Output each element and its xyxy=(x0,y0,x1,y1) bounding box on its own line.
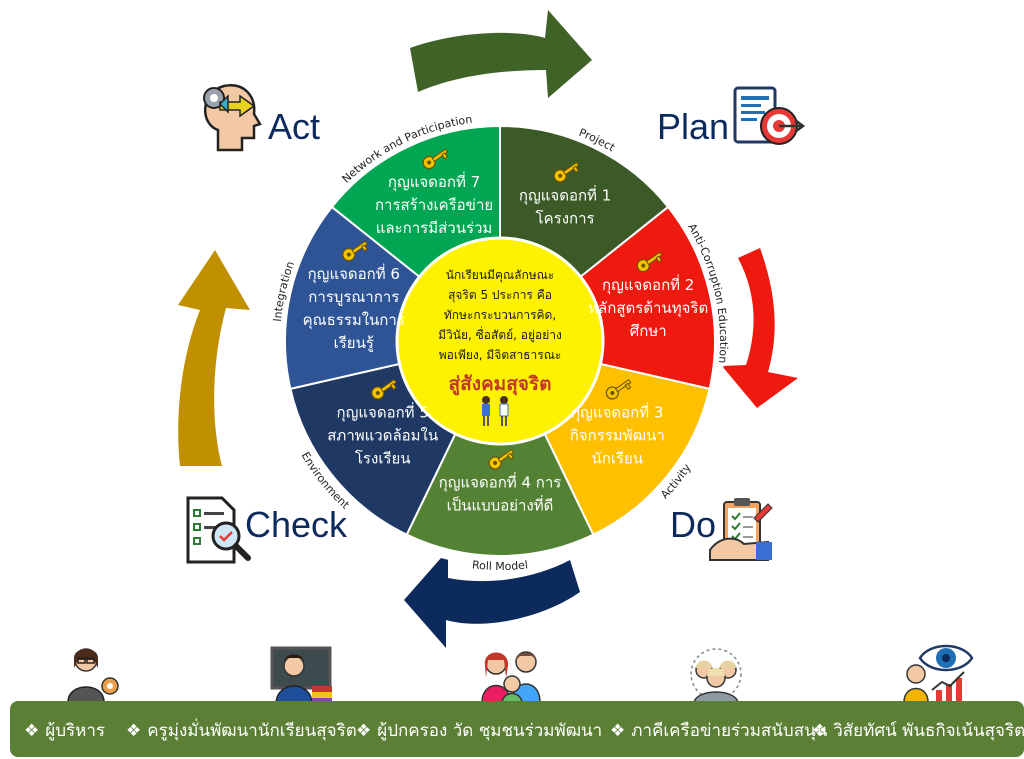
segment-key-label: กุญแจดอกที่ 3 xyxy=(571,402,663,423)
role-item: ❖ผู้บริหาร xyxy=(24,717,105,744)
key-icon xyxy=(553,161,580,183)
vision-growth-icon xyxy=(903,644,974,703)
do-label: Do xyxy=(670,504,716,545)
segment-text-line: ศึกษา xyxy=(630,322,667,340)
center-text-line: มีวินัย, ซื่อสัตย์, อยู่อย่าง xyxy=(438,326,562,343)
role-item: ❖วิสัยทัศน์ พันธกิจเน้นสุจริต xyxy=(812,717,1024,744)
role-item: ❖ครูมุ่งมั่นพัฒนานักเรียนสุจริต xyxy=(126,717,357,744)
family-icon xyxy=(481,651,541,705)
diamond-bullet-icon: ❖ xyxy=(126,721,142,741)
role-label: ผู้ปกครอง วัด ชุมชนร่วมพัฒนา xyxy=(377,721,603,741)
center-text-line: สุจริต 5 ประการ คือ xyxy=(448,288,552,303)
diamond-bullet-icon: ❖ xyxy=(356,721,372,741)
segment-key-label: กุญแจดอกที่ 7 xyxy=(388,171,480,192)
arrow-left xyxy=(178,250,250,466)
segment-key-label: กุญแจดอกที่ 6 xyxy=(308,263,400,284)
administrator-icon xyxy=(67,648,119,703)
segment-text-line: และการมีส่วนร่วม xyxy=(376,219,493,237)
teacher-icon xyxy=(270,646,332,705)
role-label: ผู้บริหาร xyxy=(45,721,106,741)
key-icon xyxy=(422,148,449,170)
cycle-arrows xyxy=(178,10,798,648)
target-clipboard-icon xyxy=(733,86,806,145)
segment-text-line: โรงเรียน xyxy=(355,450,411,468)
segment-key-label: กุญแจดอกที่ 5 xyxy=(337,402,429,423)
key-icon xyxy=(371,378,397,400)
diamond-bullet-icon: ❖ xyxy=(610,721,626,741)
diamond-bullet-icon: ❖ xyxy=(812,721,828,741)
segment-text-line: การบูรณาการ xyxy=(308,288,399,306)
arrow-bottom xyxy=(404,550,580,648)
key-icon xyxy=(636,251,663,273)
segment-text-line: คุณธรรมในการ xyxy=(303,311,405,330)
diamond-bullet-icon: ❖ xyxy=(24,721,40,741)
arrow-right xyxy=(722,248,798,408)
segment-key-label: กุญแจดอกที่ 4 การ xyxy=(439,472,562,493)
segment-outer-label: Roll Model xyxy=(471,558,528,573)
wheel-center xyxy=(395,236,605,446)
role-item: ❖ผู้ปกครอง วัด ชุมชนร่วมพัฒนา xyxy=(356,717,602,744)
key-icon xyxy=(488,448,515,470)
role-label: วิสัยทัศน์ พันธกิจเน้นสุจริต xyxy=(833,721,1024,741)
hand-clipboard-icon xyxy=(709,498,773,561)
network-people-icon xyxy=(690,648,742,705)
head-gear-icon xyxy=(203,84,262,152)
key-icon xyxy=(605,378,632,400)
role-label: ครูมุ่งมั่นพัฒนานักเรียนสุจริต xyxy=(147,721,357,741)
segment-text-line: โครงการ xyxy=(536,209,595,227)
roles-bar xyxy=(10,701,1024,757)
document-magnifier-icon xyxy=(186,496,251,564)
act-label: Act xyxy=(268,106,320,147)
center-highlight: สู่สังคมสุจริต xyxy=(449,373,552,396)
segment-text-line: เรียนรู้ xyxy=(334,334,374,352)
center-text-line: นักเรียนมีคุณลักษณะ xyxy=(446,268,554,283)
segment-outer-label-text: Roll Model xyxy=(471,558,528,573)
key-icon xyxy=(342,240,368,262)
segment-text-line: กิจกรรมพัฒนา xyxy=(570,427,665,445)
segment-text-line: หลักสูตรต้านทุจริต xyxy=(588,299,708,318)
segment-key-label: กุญแจดอกที่ 1 xyxy=(519,184,611,205)
center-text-line: พอเพียง, มีจิตสาธารณะ xyxy=(439,348,562,362)
segment-text-line: เป็นแบบอย่างที่ดี xyxy=(447,495,554,515)
segment-key-label: กุญแจดอกที่ 2 xyxy=(602,274,694,295)
segment-text-line: สภาพแวดล้อมใน xyxy=(327,427,438,445)
segment-text-line: การสร้างเครือข่าย xyxy=(375,196,493,214)
center-text-line: ทักษะกระบวนการคิด, xyxy=(444,308,556,322)
arrow-top xyxy=(410,10,592,98)
students-icon xyxy=(482,396,509,426)
segment-text-line: นักเรียน xyxy=(591,450,643,468)
check-label: Check xyxy=(245,504,348,545)
wheel-segments xyxy=(284,124,716,557)
role-item: ❖ภาคีเครือข่ายร่วมสนับสนุน xyxy=(610,717,827,744)
plan-label: Plan xyxy=(657,106,729,147)
role-label: ภาคีเครือข่ายร่วมสนับสนุน xyxy=(631,721,828,741)
